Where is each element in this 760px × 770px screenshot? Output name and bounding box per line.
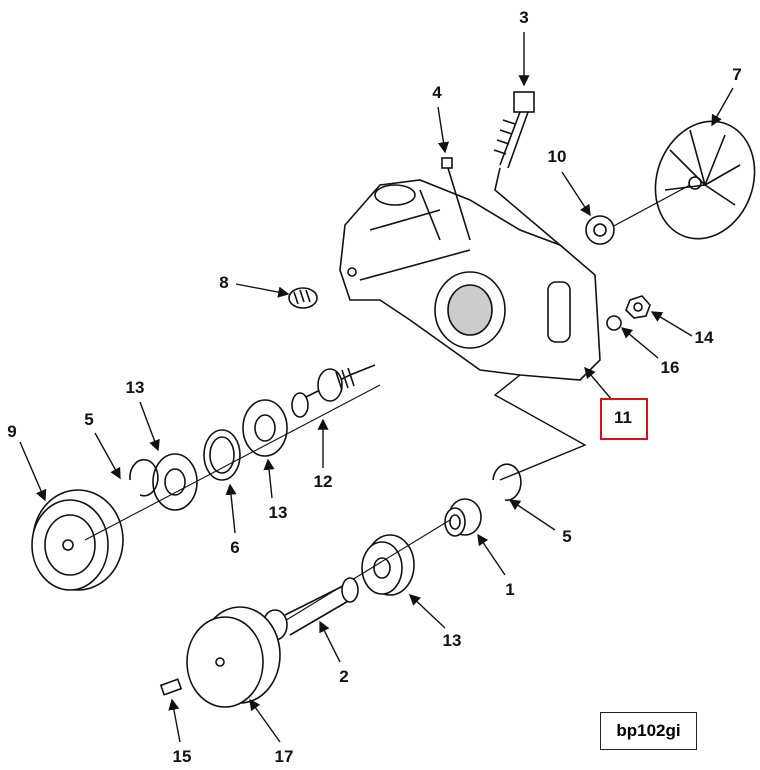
pump-housing	[339, 179, 601, 381]
callout-2[interactable]: 2	[339, 667, 349, 686]
bolt	[493, 91, 561, 246]
snap-ring	[492, 463, 522, 501]
callout-7[interactable]: 7	[732, 65, 742, 84]
pipe-plug	[288, 287, 318, 309]
leader	[447, 167, 471, 241]
pulley	[186, 606, 281, 708]
bushing	[444, 498, 482, 537]
callout-10[interactable]: 10	[547, 147, 567, 166]
callout-17[interactable]: 17	[274, 747, 294, 766]
plug	[441, 157, 453, 169]
snap-ring	[129, 458, 159, 497]
callout-arrows	[19, 32, 734, 743]
callout-13[interactable]: 13	[442, 631, 462, 650]
callout-13[interactable]: 13	[125, 378, 145, 397]
callout-9[interactable]: 9	[7, 422, 17, 441]
callout-15[interactable]: 15	[172, 747, 192, 766]
set-screw	[159, 678, 183, 696]
seal	[585, 215, 615, 245]
nut	[625, 295, 651, 319]
callout-5[interactable]: 5	[562, 527, 572, 546]
callout-4[interactable]: 4	[432, 83, 442, 102]
impeller	[609, 120, 756, 240]
callout-8[interactable]: 8	[219, 273, 229, 292]
callout-3[interactable]: 3	[519, 8, 529, 27]
pulley	[31, 489, 124, 591]
callout-6[interactable]: 6	[230, 538, 240, 557]
spacer-ring	[203, 429, 241, 481]
callout-5[interactable]: 5	[84, 410, 94, 429]
bearing	[361, 534, 415, 596]
shaft-assembly	[291, 364, 376, 418]
callout-11[interactable]: 11	[614, 408, 632, 427]
callout-16[interactable]: 16	[660, 358, 680, 377]
highlight-box	[600, 398, 648, 440]
bearing	[152, 453, 198, 511]
callout-1[interactable]: 1	[505, 580, 515, 599]
callout-13[interactable]: 13	[268, 503, 288, 522]
callout-12[interactable]: 12	[313, 472, 333, 491]
callout-14[interactable]: 14	[694, 328, 714, 347]
washer	[606, 315, 622, 331]
diagram-code-label: bp102gi	[600, 712, 697, 750]
shaft	[262, 577, 359, 641]
bearing	[242, 399, 288, 457]
